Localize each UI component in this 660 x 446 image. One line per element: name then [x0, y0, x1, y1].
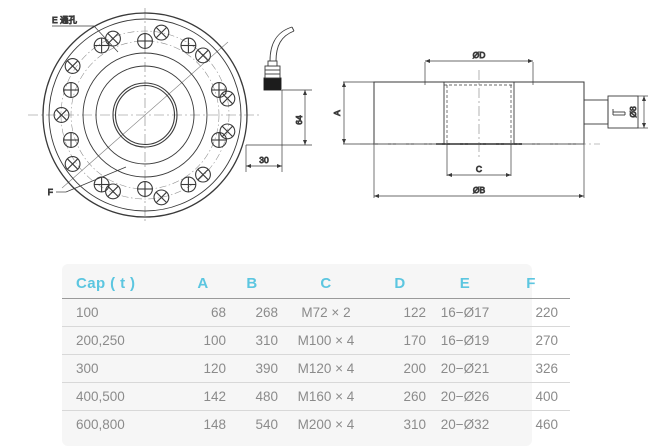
- cell-f: 460: [535, 417, 558, 432]
- cell-cap: 400,500: [62, 382, 180, 411]
- specification-table-container: Cap ( t ) A B C D E F 100 68 268 M72 × 2…: [62, 264, 570, 446]
- body-step-circle-2: [95, 65, 195, 165]
- dimension-c: [446, 144, 512, 177]
- side-view: ØD A Ø8: [332, 50, 648, 198]
- dimension-phi-b: [373, 144, 585, 198]
- table-header-row: Cap ( t ) A B C D E F: [62, 270, 570, 299]
- side-connector-block: [583, 95, 639, 129]
- dimension-phi-8: [638, 95, 648, 129]
- column-header-f: F: [504, 270, 570, 299]
- cell-d: 310: [403, 417, 426, 432]
- cell-e: 16−Ø17: [426, 298, 504, 327]
- table-head: Cap ( t ) A B C D E F: [62, 270, 570, 299]
- cell-c: M160 × 4: [278, 382, 374, 411]
- cell-f: 400: [504, 382, 570, 411]
- cell-d: 122: [374, 298, 426, 327]
- side-boss: [443, 82, 515, 144]
- cell-cap: 100: [62, 298, 180, 327]
- cell-a: 120: [180, 354, 226, 383]
- outer-flange-circle: [42, 12, 248, 218]
- cell-a: 148: [203, 417, 226, 432]
- cell-c: M120 × 4: [278, 354, 374, 383]
- cell-e: 20−Ø26: [426, 382, 504, 411]
- cell-b: 540: [255, 417, 278, 432]
- dimension-c-text: C: [476, 164, 482, 174]
- center-bore-inner: [114, 84, 176, 146]
- drawings-svg: E 通孔 F: [28, 8, 648, 222]
- cell-e: 16−Ø19: [426, 326, 504, 355]
- table-row: 300 120 390 M120 × 4 200 20−Ø21 326: [62, 354, 570, 383]
- bolt-holes-inner-ring: [63, 33, 227, 197]
- flange-rim-circle: [48, 18, 242, 212]
- cell-e: 20−Ø21: [426, 354, 504, 383]
- cell-b: 480: [226, 382, 278, 411]
- cell-a: 100: [180, 326, 226, 355]
- cell-b: 310: [226, 326, 278, 355]
- table-row: 400,500 142 480 M160 × 4 260 20−Ø26 400: [62, 382, 570, 411]
- dimension-phi-d-text: ØD: [473, 50, 486, 60]
- section-line: [61, 41, 229, 189]
- specification-table: Cap ( t ) A B C D E F 100 68 268 M72 × 2…: [62, 270, 570, 438]
- table-row: 200,250 100 310 M100 × 4 170 16−Ø19 270: [62, 326, 570, 355]
- cell-a: 68: [180, 298, 226, 327]
- column-header-e: E: [426, 270, 504, 299]
- dimension-phi-d: [424, 59, 534, 85]
- cell-b: 268: [226, 298, 278, 327]
- center-bore-outer: [112, 82, 178, 148]
- dimension-64: [246, 89, 312, 146]
- cell-d: 200: [374, 354, 426, 383]
- cell-c: M200 × 4: [297, 417, 355, 432]
- cell-e: 20−Ø32: [440, 417, 490, 432]
- cell-c: M100 × 4: [278, 326, 374, 355]
- dimension-30-text: 30: [259, 155, 269, 165]
- cable-connector: [263, 26, 295, 91]
- column-header-c: C: [278, 270, 374, 299]
- leader-e-through-hole: [52, 25, 119, 53]
- label-e-through-hole: E 通孔: [52, 15, 78, 25]
- cell-cap: 200,250: [62, 326, 180, 355]
- cell-f: 220: [504, 298, 570, 327]
- table-body: 100 68 268 M72 × 2 122 16−Ø17 220 200,25…: [62, 298, 570, 439]
- column-header-a: A: [180, 270, 226, 299]
- dimension-phi-8-text: Ø8: [628, 106, 638, 118]
- cell-d: 260: [374, 382, 426, 411]
- dimension-64-text: 64: [294, 115, 304, 125]
- label-f: F: [48, 187, 53, 197]
- dimension-30: [245, 90, 283, 172]
- front-view: E 通孔 F: [28, 8, 312, 222]
- technical-drawing-area: E 通孔 F: [28, 8, 648, 222]
- column-header-d: D: [374, 270, 426, 299]
- cell-d: 170: [374, 326, 426, 355]
- cell-cap: 300: [62, 354, 180, 383]
- cell-f: 270: [504, 326, 570, 355]
- cell-f: 326: [504, 354, 570, 383]
- table-row: 600,800 148 540 M200 × 4 310 20−Ø32 460: [62, 411, 570, 439]
- column-header-cap: Cap ( t ): [62, 270, 180, 299]
- dimension-a: [342, 81, 374, 145]
- cell-c: M72 × 2: [278, 298, 374, 327]
- column-header-b: B: [226, 270, 278, 299]
- body-step-circle-1: [82, 52, 208, 178]
- leader-f: [56, 166, 127, 193]
- dimension-a-text: A: [332, 110, 342, 116]
- cell-a: 142: [180, 382, 226, 411]
- cell-cap: 600,800: [76, 417, 125, 432]
- dimension-phi-b-text: ØB: [473, 185, 486, 195]
- cell-b: 390: [226, 354, 278, 383]
- table-row: 100 68 268 M72 × 2 122 16−Ø17 220: [62, 298, 570, 327]
